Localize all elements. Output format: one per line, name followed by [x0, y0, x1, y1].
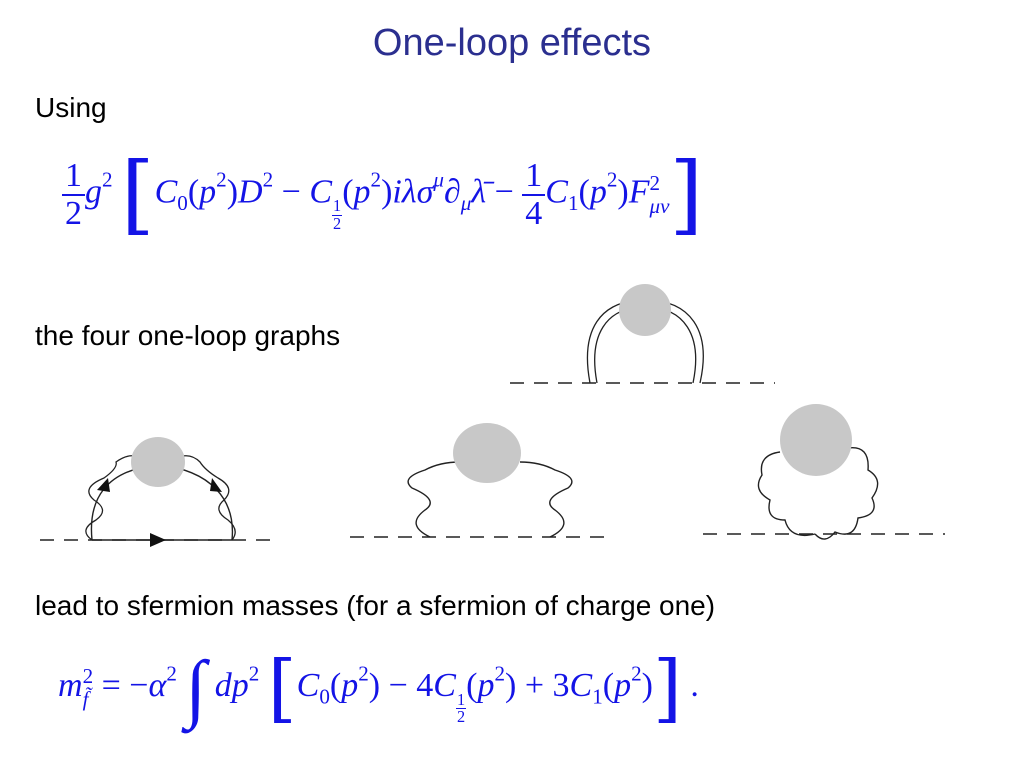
p-symbol: p	[589, 173, 607, 211]
minus-sign: −	[388, 667, 408, 705]
photon-wavy-loop	[757, 446, 879, 540]
photon-wavy-line	[85, 455, 236, 541]
m-subscript: f̃	[82, 687, 89, 712]
graph-photon-loop	[350, 423, 612, 538]
c1-subscript: 1	[567, 190, 579, 215]
p-symbol: p	[199, 173, 217, 211]
p-exponent: 2	[216, 167, 227, 192]
d-exponent: 2	[262, 167, 274, 192]
blob	[453, 423, 521, 483]
lambda-symbol: λ	[401, 173, 417, 211]
lambda-bar-symbol: λ̄	[471, 173, 487, 211]
g-exponent: 2	[102, 167, 113, 192]
c0-symbol: C	[154, 173, 178, 211]
c1-symbol: C	[545, 173, 568, 211]
coefficient-3: 3	[552, 667, 570, 705]
c0-subscript: 0	[177, 190, 188, 215]
minus-sign: −	[494, 173, 514, 211]
p-exponent: 2	[358, 661, 369, 686]
equals-sign: =	[101, 667, 121, 705]
p-exponent: 2	[494, 661, 505, 686]
arrow-icon	[210, 478, 222, 492]
one-half-fraction: 1 2	[62, 158, 85, 231]
imaginary-i: i	[392, 173, 402, 211]
arrow-icon	[97, 478, 110, 492]
one-quarter-fraction: 1 4	[522, 158, 546, 232]
integral-sign: ∫	[185, 646, 207, 730]
c1-subscript: 1	[592, 684, 603, 709]
alpha-exponent: 2	[166, 661, 177, 686]
frac-denominator: 2	[65, 194, 82, 232]
f-subscript: μν	[649, 193, 670, 218]
open-bracket: [	[121, 144, 155, 245]
frac-numerator: 1	[522, 158, 546, 196]
f-symbol: F	[628, 173, 650, 211]
d-symbol: D	[238, 173, 263, 211]
coefficient-4: 4	[416, 667, 434, 705]
chalf-symbol: C	[433, 667, 456, 705]
dp-exponent: 2	[248, 661, 260, 686]
frac-denominator: 4	[525, 194, 543, 232]
blob	[780, 404, 852, 476]
blob	[619, 284, 671, 336]
c0-symbol: C	[296, 667, 320, 705]
slide-title: One-loop effects	[372, 22, 652, 64]
p-exponent: 2	[370, 167, 382, 192]
mu-subscript: μ	[460, 190, 472, 215]
frac-numerator: 1	[62, 158, 85, 196]
mu-superscript: μ	[433, 167, 444, 192]
m-symbol: m	[58, 667, 83, 705]
photon-wavy-line	[407, 461, 573, 538]
p-symbol: p	[341, 667, 359, 705]
blob	[131, 437, 185, 487]
c0-subscript: 0	[319, 684, 330, 709]
partial-symbol: ∂	[443, 173, 461, 211]
sigma-symbol: σ	[416, 173, 434, 211]
p-symbol: p	[353, 173, 371, 211]
alpha-symbol: α	[148, 667, 167, 705]
minus-sign: −	[129, 667, 149, 705]
minus-sign: −	[281, 173, 301, 211]
m-exponent: 2	[82, 664, 94, 689]
f-exponent: 2	[649, 170, 661, 195]
dp-symbol: dp	[214, 667, 249, 705]
graph-fermion-photon	[40, 437, 272, 547]
p-symbol: p	[614, 667, 632, 705]
p-exponent: 2	[606, 167, 618, 192]
graph-scalar-loop	[510, 284, 775, 384]
c1-symbol: C	[569, 667, 593, 705]
open-bracket: [	[267, 644, 297, 731]
coupling-g: g	[85, 173, 102, 211]
using-label: Using	[35, 92, 107, 123]
p-symbol: p	[477, 667, 495, 705]
chalf-symbol: C	[309, 173, 333, 211]
period: .	[690, 667, 699, 705]
graphs-label: the four one-loop graphs	[35, 320, 341, 351]
plus-sign: +	[524, 667, 544, 705]
arrow-icon	[150, 533, 166, 547]
graph-seagull	[703, 404, 945, 540]
close-bracket: ]	[669, 144, 703, 245]
close-bracket: ]	[652, 644, 682, 731]
masses-label: lead to sfermion masses (for a sfermion …	[35, 590, 716, 621]
p-exponent: 2	[631, 661, 642, 686]
